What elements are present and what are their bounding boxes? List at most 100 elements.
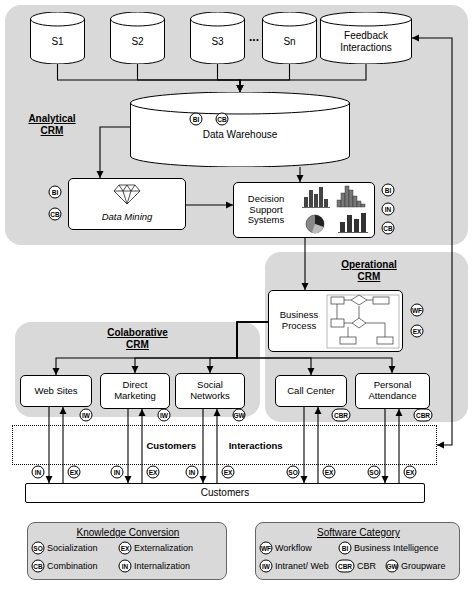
- node-text: Colaborative CRM: [100, 327, 175, 351]
- badge-symbol: EX: [222, 466, 235, 479]
- collaborative-band: Colaborative CRM Web Sites Direct Marketin…: [15, 322, 260, 417]
- process-box: Business Process: [268, 290, 403, 352]
- node-text: Direct Marketing: [103, 380, 167, 402]
- data-source-cylinder: S1: [30, 12, 85, 64]
- process-box: Decision Support Systems: [233, 182, 375, 238]
- analytical-band: Analytical CRM S1 S2 S3 Sn Feedback Interacti…: [5, 5, 468, 245]
- interactions-band: Customers Interactions: [12, 425, 437, 465]
- legend-text: Workflow: [275, 543, 312, 553]
- node-text: Sn: [283, 36, 295, 48]
- badge-symbol: GW: [386, 560, 399, 573]
- node-text: Data Warehouse: [203, 129, 278, 141]
- badge-symbol: EX: [147, 466, 160, 479]
- channel-box: Web Sites: [20, 375, 92, 407]
- channel-box: Social Networks: [175, 373, 245, 409]
- customers-box: Customers: [25, 483, 425, 503]
- data-source-cylinder: S2: [110, 12, 165, 64]
- node-text: Analytical CRM: [17, 113, 87, 137]
- badge-symbol: CB: [32, 560, 45, 573]
- node-text: Customers: [201, 487, 249, 499]
- operational-band: Operational CRM Business ProcessCall Cent…: [265, 252, 468, 422]
- badge-symbol: EX: [411, 325, 424, 338]
- badge-symbol: CB: [216, 113, 229, 126]
- node-text: Knowledge Conversion: [28, 527, 228, 539]
- legend-text: Combination: [47, 561, 98, 571]
- badge-symbol: EX: [119, 542, 132, 555]
- data-source-cylinder: S3: [190, 12, 245, 64]
- cylinder-body: [191, 12, 245, 64]
- badge-symbol: BI: [339, 542, 352, 555]
- badge-symbol: SO: [32, 542, 45, 555]
- channel-box: Direct Marketing: [100, 373, 170, 409]
- badge-symbol: IN: [119, 560, 132, 573]
- legend-text: Internalization: [134, 561, 190, 571]
- connector-arrow: [127, 409, 128, 483]
- warehouse-cylinder: Data Warehouse: [130, 92, 350, 167]
- cylinder-body: [31, 12, 85, 64]
- node-text: Feedback Interactions: [320, 30, 412, 53]
- legend-text: Socialization: [47, 543, 98, 553]
- badge-symbol: CB: [49, 208, 62, 221]
- badge-symbol: SO: [287, 466, 300, 479]
- badge-symbol: IN: [186, 466, 199, 479]
- badge-symbol: EX: [404, 466, 417, 479]
- badge-symbol: CBR: [336, 560, 355, 573]
- legend-text: Externalization: [134, 543, 193, 553]
- node-text: Business Process: [273, 310, 325, 332]
- badge-symbol: BI: [382, 184, 395, 197]
- badge-symbol: IN: [32, 466, 45, 479]
- badge-symbol: IN: [382, 203, 395, 216]
- badge-symbol: WF: [260, 542, 273, 555]
- node-text: Decision Support Systems: [238, 194, 294, 227]
- data-source-cylinder: Sn: [262, 12, 317, 64]
- node-text: S2: [131, 36, 143, 48]
- legend-text: Intranet/ Web: [275, 561, 329, 571]
- badge-symbol: BI: [49, 186, 62, 199]
- cylinder-body: [263, 12, 317, 64]
- badge-symbol: CBR: [332, 409, 351, 422]
- badge-symbol: EX: [68, 466, 81, 479]
- node-text: S3: [211, 36, 223, 48]
- legend-text: Business Intelligence: [354, 543, 439, 553]
- node-text: S1: [51, 36, 63, 48]
- badge-symbol: CBR: [414, 409, 433, 422]
- cylinder-body: [131, 92, 350, 167]
- process-box: Data Mining: [68, 178, 186, 230]
- cylinder-rim: [131, 103, 350, 114]
- connector-arrow: [62, 407, 63, 483]
- node-text: Social Networks: [178, 380, 242, 402]
- cylinder-rim: [191, 19, 245, 26]
- badge-symbol: WF: [411, 304, 424, 317]
- badge-symbol: SO: [368, 466, 381, 479]
- cylinder-rim: [111, 19, 165, 26]
- node-text: Software Category: [256, 527, 461, 539]
- connector-arrow: [141, 409, 142, 483]
- node-text: Data Mining: [102, 212, 153, 223]
- badge-symbol: IW: [158, 409, 171, 422]
- node-text: Customers Interactions: [146, 440, 282, 451]
- cylinder-rim: [263, 19, 317, 26]
- badge-symbol: CB: [382, 222, 395, 235]
- cylinder-body: [321, 12, 412, 64]
- node-text: Call Center: [287, 386, 335, 397]
- channel-box: Personal Attendance: [355, 373, 430, 409]
- feedback-cylinder: Feedback Interactions: [320, 12, 412, 64]
- badge-symbol: BI: [190, 113, 203, 126]
- legend-text: Groupware: [401, 561, 446, 571]
- badge-symbol: IN: [111, 466, 124, 479]
- cylinder-rim: [321, 19, 412, 26]
- badge-symbol: IW: [260, 560, 273, 573]
- badge-symbol: IW: [80, 409, 93, 422]
- node-text: Operational CRM: [333, 259, 405, 283]
- badge-symbol: EX: [323, 466, 336, 479]
- node-text: Web Sites: [34, 386, 77, 397]
- node-text: Personal Attendance: [358, 380, 427, 402]
- ellipsis-label: ...: [249, 30, 259, 44]
- badge-symbol: GW: [233, 409, 246, 422]
- cylinder-rim: [31, 19, 85, 26]
- cylinder-body: [111, 12, 165, 64]
- channel-box: Call Center: [275, 375, 347, 407]
- connector-arrow: [48, 407, 49, 483]
- legend-text: CBR: [357, 561, 376, 571]
